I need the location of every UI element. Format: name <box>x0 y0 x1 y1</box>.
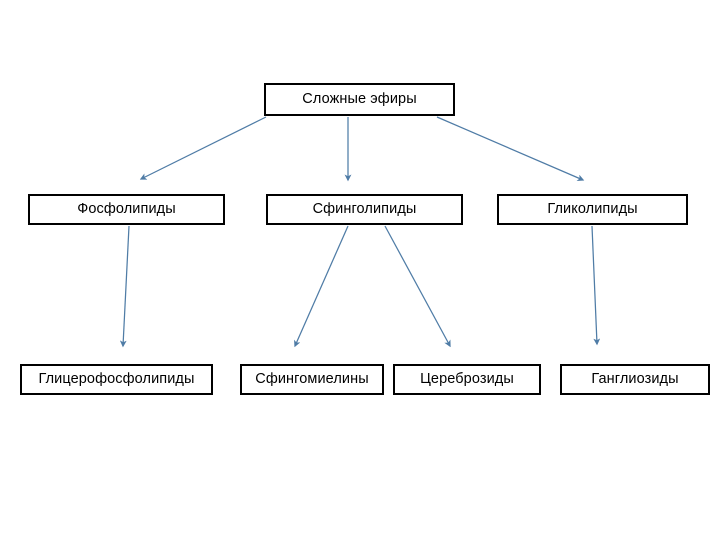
node-label: Сложные эфиры <box>302 91 417 108</box>
node-sphingomyelins[interactable]: Сфингомиелины <box>240 364 384 395</box>
arrow-glycolipids-to-gangliosides <box>591 225 601 346</box>
node-label: Сфингомиелины <box>255 371 369 388</box>
node-label: Цереброзиды <box>420 371 514 388</box>
node-label: Ганглиозиды <box>591 371 679 388</box>
node-glycerophospholipids[interactable]: Глицерофосфолипиды <box>20 364 213 395</box>
arrow-sphingolipids-to-sphingomyelins <box>294 225 349 348</box>
node-label: Сфинголипиды <box>312 201 417 218</box>
arrow-esters-to-glycolipids <box>436 116 585 181</box>
arrow-phospholipids-to-glycerophospholipids <box>119 225 130 348</box>
node-cerebrosides[interactable]: Цереброзиды <box>393 364 541 395</box>
node-glycolipids[interactable]: Гликолипиды <box>497 194 688 225</box>
arrow-esters-to-phospholipids <box>139 116 267 180</box>
arrow-sphingolipids-to-cerebrosides <box>384 225 451 348</box>
node-sphingolipids[interactable]: Сфинголипиды <box>266 194 463 225</box>
node-label: Гликолипиды <box>547 201 638 218</box>
node-phospholipids[interactable]: Фосфолипиды <box>28 194 225 225</box>
node-label: Фосфолипиды <box>77 201 176 218</box>
node-esters[interactable]: Сложные эфиры <box>264 83 455 116</box>
node-label: Глицерофосфолипиды <box>38 371 195 388</box>
node-gangliosides[interactable]: Ганглиозиды <box>560 364 710 395</box>
